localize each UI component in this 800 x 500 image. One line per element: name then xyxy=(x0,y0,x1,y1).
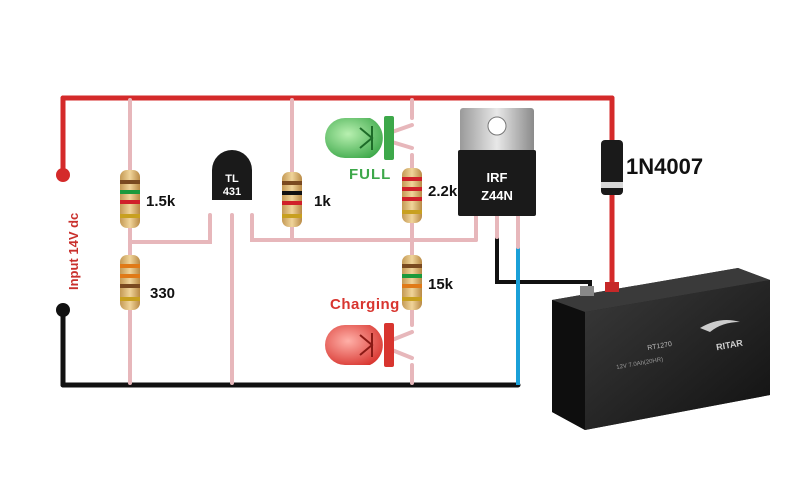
mosfet-line2: Z44N xyxy=(481,188,513,203)
negative-rail xyxy=(60,309,521,388)
battery-brand: RITAR xyxy=(715,338,744,353)
input-positive-terminal xyxy=(56,168,70,182)
resistor-r3 xyxy=(282,172,302,227)
tl431-line1: TL xyxy=(225,173,239,185)
led-full xyxy=(325,116,394,160)
r5-value-label: 15k xyxy=(428,276,454,293)
resistor-r1 xyxy=(120,170,140,228)
battery-model: RT1270 xyxy=(647,341,673,352)
battery-positive-terminal xyxy=(605,282,619,292)
tl431-line2: 431 xyxy=(223,186,241,198)
r2-value-label: 330 xyxy=(150,285,176,302)
input-negative-terminal xyxy=(56,303,70,317)
led-charging xyxy=(325,323,394,367)
resistor-r5 xyxy=(402,255,422,310)
r3-value-label: 1k xyxy=(314,193,331,210)
positive-rail xyxy=(60,95,615,295)
diode-label: 1N4007 xyxy=(626,154,704,179)
resistor-r2 xyxy=(120,255,140,310)
mosfet-irfz44n: IRF Z44N xyxy=(458,108,536,216)
signal-wires xyxy=(128,98,520,385)
led-charging-label: Charging xyxy=(330,296,400,313)
diode-1n4007 xyxy=(601,140,623,195)
input-voltage-label: Input 14V dc xyxy=(66,212,81,290)
r1-value-label: 1.5k xyxy=(146,193,176,210)
led-full-label: FULL xyxy=(349,166,392,183)
r4-value-label: 2.2k xyxy=(428,183,458,200)
battery-negative-terminal xyxy=(580,286,594,296)
tl431-ic: TL 431 xyxy=(212,150,252,200)
battery: RITAR RT1270 12V 7.0Ah(20HR) xyxy=(552,268,770,430)
resistor-r4 xyxy=(402,168,422,223)
mosfet-line1: IRF xyxy=(487,170,508,185)
battery-negative-wire xyxy=(495,235,592,292)
brand-logo-icon xyxy=(700,320,740,332)
